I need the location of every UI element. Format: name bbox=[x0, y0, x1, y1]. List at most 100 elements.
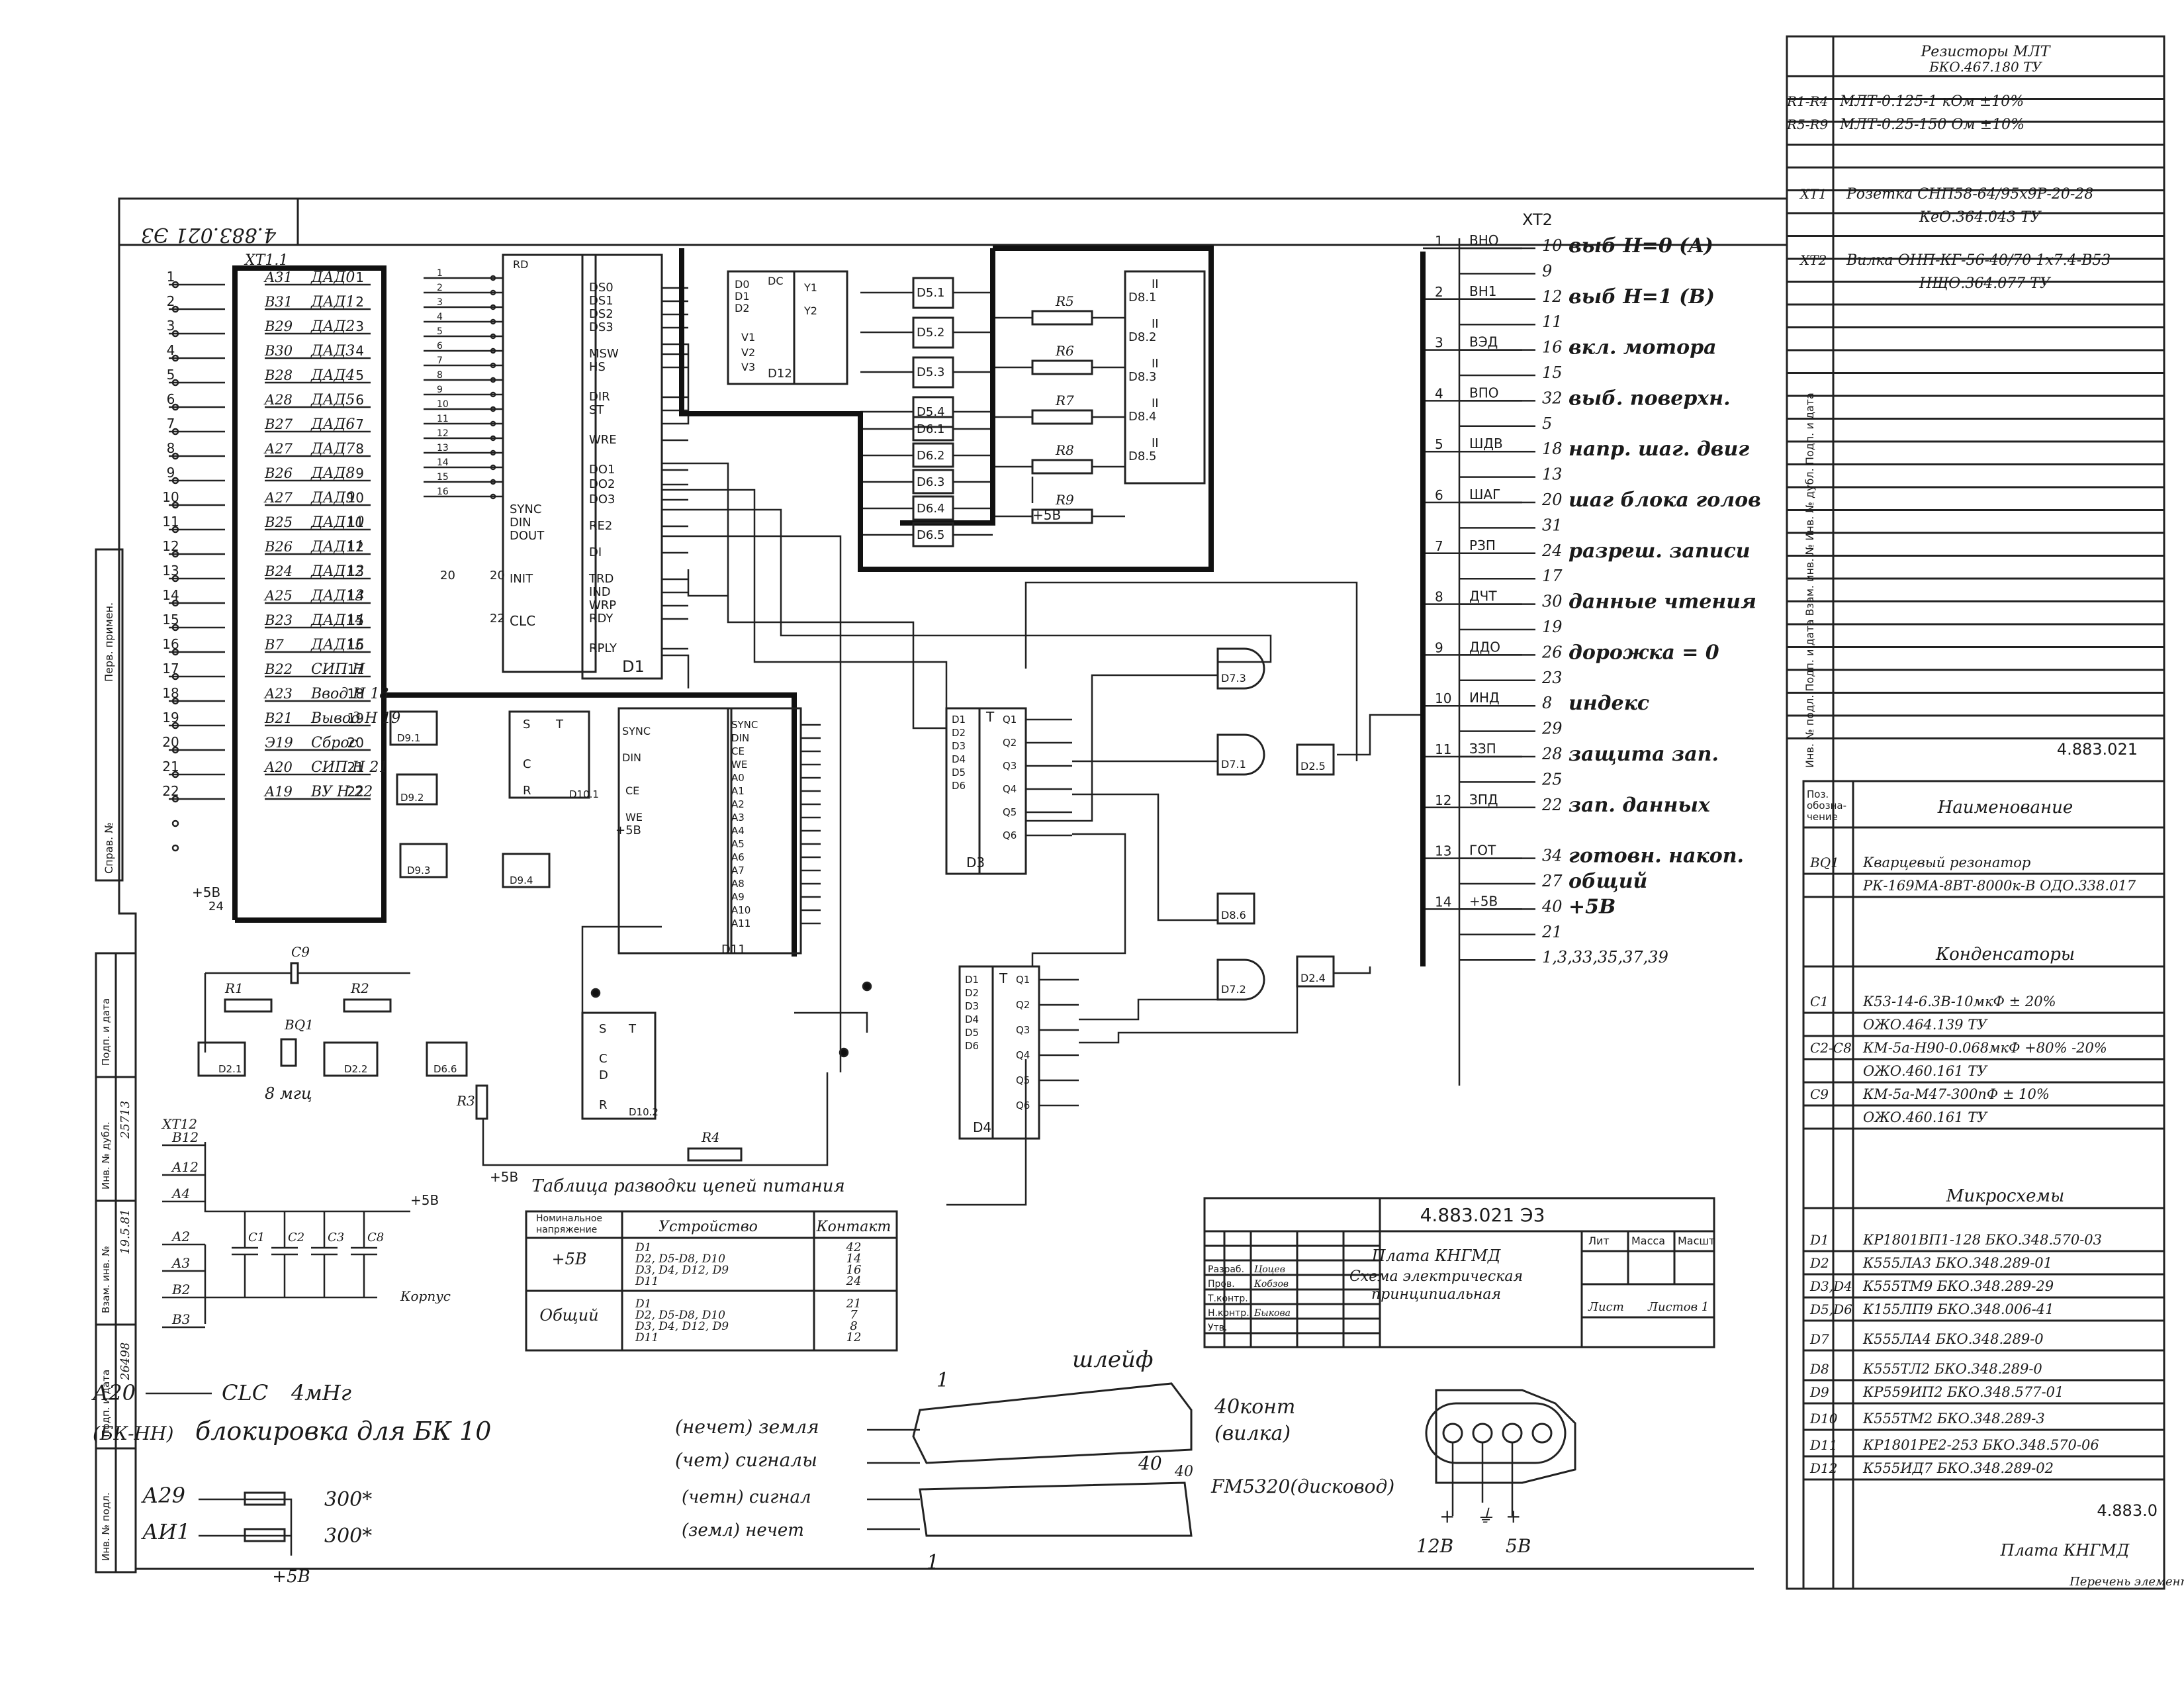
d4-t: T bbox=[999, 970, 1008, 986]
d6-gate-label: D6.1 bbox=[917, 422, 945, 436]
spec-pos: XT1 bbox=[1799, 186, 1827, 202]
tb-role: Пров. bbox=[1208, 1279, 1235, 1289]
xt2-signal: ДДО bbox=[1469, 639, 1500, 655]
d1-pin-num: 12 bbox=[437, 428, 449, 439]
r-plus5: +5В bbox=[1032, 507, 1061, 523]
xt2-pin: 9 bbox=[1542, 261, 1552, 280]
xt1-pin-dot bbox=[171, 330, 179, 338]
chips bbox=[197, 254, 1576, 1542]
w-d3out bbox=[1026, 674, 1218, 822]
d1-pin-num: 11 bbox=[437, 414, 449, 424]
d11-pin-label: A11 bbox=[731, 917, 751, 929]
tb-role: Т.контр. bbox=[1207, 1293, 1248, 1304]
xt1-signal: ДАД15 bbox=[310, 637, 364, 653]
spec-pos: D2 bbox=[1809, 1255, 1829, 1271]
resistor-r4 bbox=[687, 1147, 743, 1162]
note-nechet-bot: (земл) нечет bbox=[682, 1521, 804, 1540]
w-ds bbox=[662, 343, 690, 425]
pt-device: D2, D5-D8, D10 bbox=[635, 1252, 725, 1266]
xt1-pin-dot bbox=[171, 452, 179, 460]
xt2-pin: 8 bbox=[1542, 694, 1552, 712]
d4-pin-label: D6 bbox=[965, 1040, 979, 1052]
xt1-pin-id: B21 bbox=[264, 710, 293, 726]
d8-schmitt: II bbox=[1152, 397, 1159, 410]
pt-device: D3, D4, D12, D9 bbox=[635, 1320, 729, 1333]
xt2-left-num: 4 bbox=[1435, 385, 1443, 401]
spec-name: МЛТ-0.125-1 кОм ±10% bbox=[1839, 93, 2024, 110]
xt1-pin-dot bbox=[171, 722, 179, 729]
d1-pin-dot bbox=[490, 391, 496, 398]
d4-pin-label: D1 bbox=[965, 974, 979, 986]
ribbon-top-sketch bbox=[912, 1382, 1193, 1464]
xt1-signal: СИП Н 21 bbox=[311, 759, 388, 776]
xt1-pin-index: 10 bbox=[347, 490, 364, 506]
xt1-pin-dot bbox=[171, 379, 179, 387]
xt1-signal: ДАД10 bbox=[310, 514, 364, 531]
w-clc-d10 bbox=[581, 925, 662, 1013]
xt1-pin-24: 24 bbox=[208, 900, 224, 914]
xt1-pin-number: 11 bbox=[162, 514, 179, 530]
chip-d9-2 bbox=[396, 773, 438, 806]
d12-pin: V1 bbox=[741, 331, 755, 344]
d1-pin-label: DIN bbox=[510, 516, 531, 530]
spec-pos: D11 bbox=[1809, 1437, 1837, 1453]
d10-pin: R bbox=[523, 784, 531, 798]
xt2-pin: 1,3,33,35,37,39 bbox=[1542, 948, 1668, 966]
d11-pin-label: A0 bbox=[731, 772, 745, 784]
xt2-pin: 12 bbox=[1542, 287, 1563, 306]
bus-left-box bbox=[232, 265, 387, 923]
spec-section-header: Конденсаторы bbox=[1935, 945, 2075, 964]
xt2-signal: ДЧТ bbox=[1469, 588, 1497, 604]
xt2-pin: 17 bbox=[1542, 567, 1563, 585]
xt1-pin-id: B26 bbox=[264, 539, 293, 555]
d8-schmitt: II bbox=[1152, 357, 1159, 371]
xt1-signal: ДАД8 bbox=[310, 465, 355, 482]
d11-pin-label: A8 bbox=[731, 878, 745, 890]
osc-label: R1 bbox=[224, 980, 244, 996]
spec-name: Вилка ОНП-КГ-56-40/70 1х7.4-В53 bbox=[1846, 252, 2111, 269]
pt-device: D3, D4, D12, D9 bbox=[635, 1264, 729, 1277]
xt1-pin-number: 2 bbox=[167, 293, 175, 309]
tb-header: Масса bbox=[1631, 1235, 1665, 1247]
xt2-left-num: 9 bbox=[1435, 639, 1443, 655]
d1-pin-dot bbox=[490, 435, 496, 442]
xt1-pin-id: B29 bbox=[264, 318, 293, 334]
chip-d8 bbox=[1124, 270, 1206, 485]
d1-pin-dot bbox=[490, 318, 496, 325]
xt1-pin-number: 18 bbox=[162, 685, 179, 701]
d1-pin-label: DOUT bbox=[510, 529, 545, 543]
xt1-pin-id: A28 bbox=[263, 392, 293, 408]
d1-pin-num: 9 bbox=[437, 385, 443, 395]
tb-title: Плата КНГМД bbox=[1371, 1246, 1501, 1265]
osc-plus5: +5В bbox=[490, 1169, 518, 1185]
strip-label: Инв. № дубл. bbox=[100, 1121, 112, 1190]
xt1-pin-index: 3 bbox=[355, 318, 364, 334]
w-do3 bbox=[662, 508, 1272, 663]
chip-d6-gate bbox=[912, 495, 954, 521]
d3-pin-label: Q1 bbox=[1003, 714, 1017, 726]
xt1-signal: ДАД11 bbox=[310, 539, 364, 555]
spec-name: ОЖО.460.161 ТУ bbox=[1863, 1109, 1988, 1125]
d1-pin-num: 7 bbox=[437, 355, 443, 366]
xt2-left-num: 1 bbox=[1435, 233, 1443, 249]
note-chet-bot: (четн) сигнал bbox=[682, 1487, 811, 1507]
d1-pin-label: DIR bbox=[589, 390, 610, 404]
xt2-pin: 18 bbox=[1542, 440, 1563, 458]
header-code-box bbox=[118, 197, 299, 246]
note-plus: + bbox=[1506, 1505, 1521, 1527]
xt1-pin-index: 17 bbox=[347, 661, 364, 677]
note-r300: 300* bbox=[324, 1488, 372, 1511]
d8-gate-label: D8.3 bbox=[1128, 370, 1157, 384]
chip-d3-label: D3 bbox=[966, 855, 985, 870]
xt1-pin-id: A31 bbox=[263, 269, 293, 285]
d1-pin-num: 14 bbox=[437, 457, 449, 468]
note-ribbon-40: 40 bbox=[1138, 1452, 1162, 1474]
d4-pin-label: Q4 bbox=[1016, 1049, 1030, 1061]
cap-label: C2 bbox=[288, 1231, 304, 1244]
d10-label: D10.2 bbox=[629, 1106, 659, 1118]
spec-name: К555ТЛ2 БКО.348.289-0 bbox=[1862, 1361, 2042, 1377]
d4-pin-label: Q2 bbox=[1016, 999, 1030, 1011]
d1-pin-label: DS2 bbox=[589, 307, 614, 321]
xt1-signal: ДАД6 bbox=[310, 416, 355, 433]
xt1-pin-number: 14 bbox=[162, 587, 179, 603]
